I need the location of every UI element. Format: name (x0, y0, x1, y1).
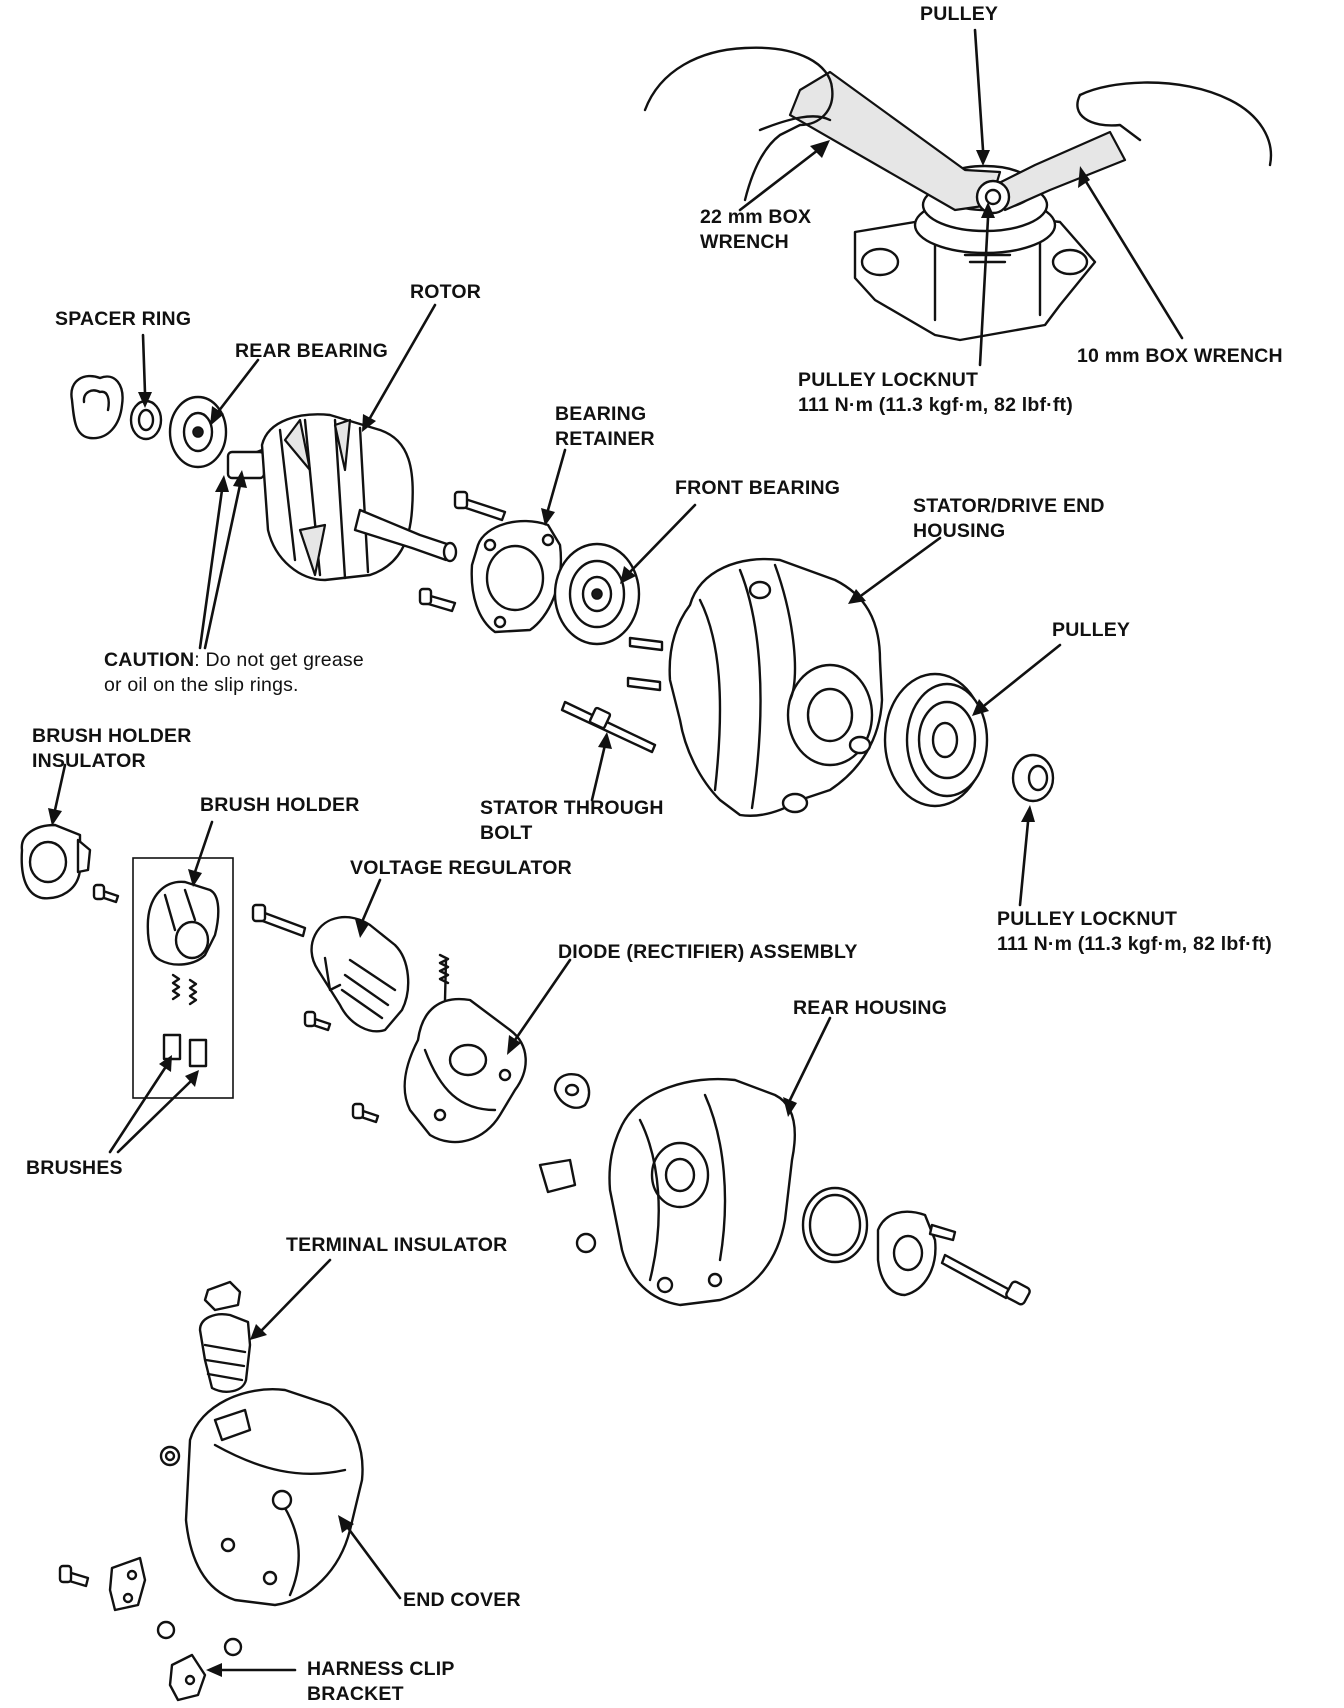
label-pulley-top: PULLEY (920, 3, 999, 25)
leader-voltage-regulator (360, 878, 382, 924)
label-22mm-wrench-l2: WRENCH (700, 231, 789, 253)
label-locknut-mid-l2: 111 N·m (11.3 kgf·m, 82 lbf·ft) (997, 933, 1272, 955)
leader-spacer-ring (141, 333, 147, 395)
leader-terminal-insulator (260, 1258, 332, 1332)
brush-insulator-group (20, 763, 120, 904)
leader-rear-bearing (216, 358, 260, 414)
pulley-removal-illustration (643, 28, 1273, 367)
label-stator-l2: HOUSING (913, 520, 1006, 542)
leader-caution-b (198, 488, 224, 650)
label-bearing-retainer-l1: BEARING (555, 403, 647, 425)
leader-brush-holder (193, 820, 214, 874)
end-cover-group (159, 1388, 402, 1607)
label-pulley-mid: PULLEY (1052, 619, 1131, 641)
terminal-insulator-group (198, 1258, 332, 1393)
label-harness-l1: HARNESS CLIP (307, 1658, 455, 1680)
label-brush-insulator-l1: BRUSH HOLDER (32, 725, 192, 747)
leader-stator (860, 536, 942, 597)
front-bearing-group (418, 448, 697, 646)
stator-housing-group (560, 536, 942, 817)
voltage-regulator-group (251, 878, 410, 1033)
label-bearing-retainer-l2: RETAINER (555, 428, 655, 450)
label-stator-l1: STATOR/DRIVE END (913, 495, 1105, 517)
label-brush-insulator-l2: INSULATOR (32, 750, 146, 772)
leader-front-bearing (628, 503, 697, 574)
leader-rear-housing (788, 1016, 832, 1102)
leader-locknut-top (978, 216, 990, 367)
label-end-cover: END COVER (403, 1589, 521, 1611)
leader-bearing-retainer (546, 448, 567, 512)
label-rotor: ROTOR (410, 281, 482, 303)
label-locknut-top-l2: 111 N·m (11.3 kgf·m, 82 lbf·ft) (798, 394, 1073, 416)
label-caution-l1: CAUTION: Do not get grease (104, 648, 364, 673)
label-terminal-insulator: TERMINAL INSULATOR (286, 1234, 508, 1256)
label-rear-bearing: REAR BEARING (235, 340, 388, 362)
leader-locknut-mid (1018, 820, 1030, 907)
label-stator-bolt-l2: BOLT (480, 822, 533, 844)
leader-end-cover (346, 1526, 402, 1600)
leader-brushes-b (116, 1080, 192, 1154)
label-brush-holder: BRUSH HOLDER (200, 794, 360, 816)
rear-housing-group (538, 1016, 1031, 1307)
diode-assembly-group (351, 953, 572, 1144)
label-spacer-ring: SPACER RING (55, 308, 192, 330)
leader-10mm (1083, 178, 1184, 340)
rotor-group (70, 303, 458, 650)
label-front-bearing: FRONT BEARING (675, 477, 841, 499)
label-10mm-wrench: 10 mm BOX WRENCH (1077, 345, 1283, 367)
label-voltage-regulator: VOLTAGE REGULATOR (350, 857, 572, 879)
label-stator-bolt-l1: STATOR THROUGH (480, 797, 664, 819)
label-harness-l2: BRACKET (307, 1683, 404, 1705)
label-22mm-wrench-l1: 22 mm BOX (700, 206, 812, 228)
harness-bracket-group (58, 1556, 297, 1702)
label-brushes: BRUSHES (26, 1157, 123, 1179)
leader-brushes-a (108, 1066, 167, 1154)
leader-diode (513, 958, 572, 1042)
label-diode-assembly: DIODE (RECTIFIER) ASSEMBLY (558, 941, 858, 963)
leader-rotor (368, 303, 437, 420)
label-caution-text: : Do not get grease (194, 649, 364, 671)
brush-holder-group (108, 820, 234, 1154)
label-caution-l2: or oil on the slip rings. (104, 674, 299, 696)
label-caution-bold: CAUTION (104, 649, 195, 671)
label-locknut-mid-l1: PULLEY LOCKNUT (997, 908, 1178, 930)
pulley-group (883, 643, 1062, 907)
leader-pulley-mid (983, 643, 1062, 707)
leader-brush-insulator (53, 763, 67, 812)
label-rear-housing: REAR HOUSING (793, 997, 948, 1019)
leader-caution-a (203, 483, 242, 650)
leader-22mm (738, 148, 820, 212)
label-locknut-top-l1: PULLEY LOCKNUT (798, 369, 979, 391)
leader-pulley-top (973, 28, 985, 152)
leader-stator-bolt (590, 743, 607, 802)
